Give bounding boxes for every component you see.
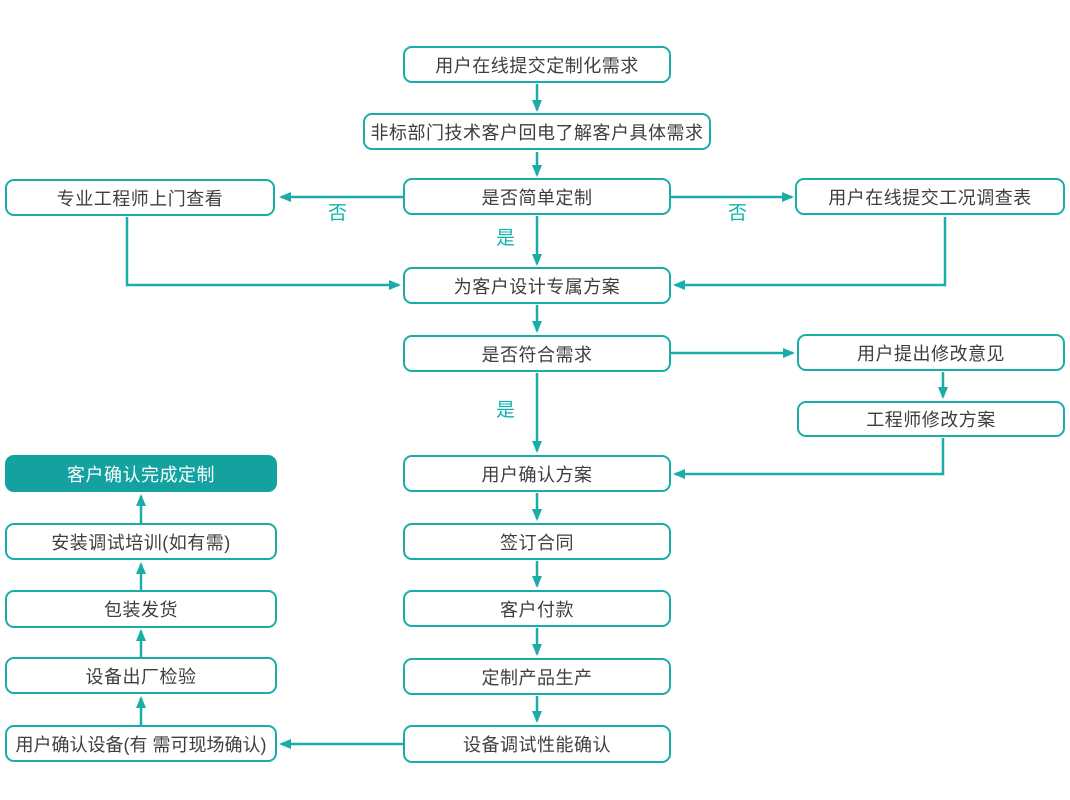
branch-label-no-right: 否 (728, 203, 748, 224)
flow-node-training: 安装调试培训(如有需) (5, 523, 277, 560)
flow-node-callback: 非标部门技术客户回电了解客户具体需求 (363, 113, 711, 150)
flow-node-decision-meets-needs: 是否符合需求 (403, 335, 671, 372)
flow-node-engineer-revise: 工程师修改方案 (797, 401, 1065, 437)
flow-node-engineer-visit: 专业工程师上门查看 (5, 179, 275, 216)
flow-node-shipping: 包装发货 (5, 590, 277, 628)
branch-label-yes-meets: 是 (496, 400, 516, 421)
flow-node-sign-contract: 签订合同 (403, 523, 671, 560)
flow-node-payment: 客户付款 (403, 590, 671, 627)
flow-node-debug-confirm: 设备调试性能确认 (403, 725, 671, 763)
flow-node-revision-feedback: 用户提出修改意见 (797, 334, 1065, 371)
connector-survey-to-design (673, 217, 947, 290)
branch-label-no-left: 否 (328, 203, 348, 224)
flow-node-design-plan: 为客户设计专属方案 (403, 267, 671, 304)
connector-revise-to-confirm (673, 438, 945, 479)
branch-label-yes-simple: 是 (496, 228, 516, 249)
flow-node-complete: 客户确认完成定制 (5, 455, 277, 492)
flow-node-production: 定制产品生产 (403, 658, 671, 695)
flow-node-device-confirm: 用户确认设备(有 需可现场确认) (5, 725, 277, 762)
flow-node-factory-inspection: 设备出厂检验 (5, 657, 277, 694)
flow-node-confirm-plan: 用户确认方案 (403, 455, 671, 492)
flow-node-survey-form: 用户在线提交工况调查表 (795, 178, 1065, 215)
connector-visit-to-design (125, 217, 401, 290)
flow-node-decision-simple-custom: 是否简单定制 (403, 178, 671, 215)
flow-node-submit-request: 用户在线提交定制化需求 (403, 46, 671, 83)
